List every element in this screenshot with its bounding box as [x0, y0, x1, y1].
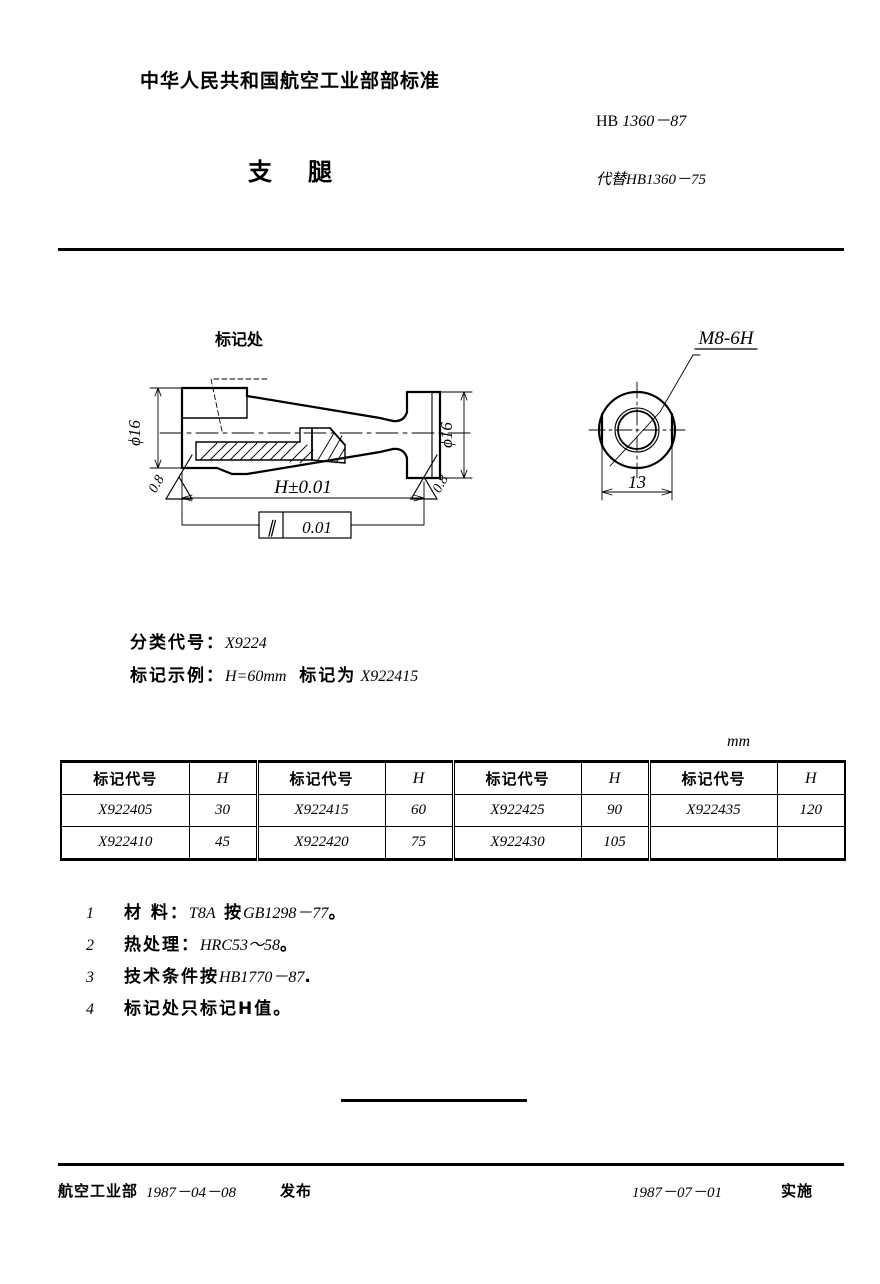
note-text-cn: 标记处只标记H值	[124, 999, 274, 1019]
note-text-code-b: GB1298－77	[243, 905, 329, 922]
note-number: 4	[86, 1001, 94, 1018]
footer-divider-rule	[58, 1163, 844, 1166]
note-item: 2 热处理：HRC53～58。	[86, 930, 686, 962]
mark-place-leader	[210, 378, 269, 432]
note-text-cn: 技术条件按	[124, 967, 219, 987]
label-thread-spec: M8-6H	[698, 328, 755, 349]
dim-diameter-right	[435, 391, 473, 479]
table-header-code-2: 标记代号	[255, 760, 386, 795]
label-tolerance-value: 0.01	[302, 518, 332, 537]
marking-example-mark-label: 标记为	[299, 666, 357, 686]
note-text-cn: 材 料：	[124, 903, 189, 923]
marking-example-label: 标记示例：	[130, 666, 225, 686]
note-text-code: HRC53～58	[200, 937, 281, 954]
cell-code: X922425	[451, 794, 582, 827]
section-bore	[195, 427, 346, 464]
note-number: 1	[86, 905, 94, 922]
document-title: 支腿	[248, 158, 368, 186]
cell-h: 30	[188, 794, 258, 827]
standard-number-value: 1360－87	[622, 113, 687, 130]
cell-h: 105	[580, 826, 650, 861]
section-divider-rule	[341, 1099, 527, 1102]
cell-h-empty	[776, 826, 846, 861]
replaces-note: 代替HB1360－75	[596, 172, 706, 188]
page-footer: 航空工业部 1987－04－08 发布 1987－07－01 实施	[58, 1176, 844, 1206]
footer-issue-date: 1987－04－08	[146, 1185, 237, 1201]
footer-issue-label: 发布	[280, 1182, 313, 1200]
dim-length	[181, 471, 425, 516]
specification-table-wrapper: 标记代号 H 标记代号 H 标记代号 H 标记代号 H X922405 30 X…	[60, 760, 846, 861]
table-row: X922410 45 X922420 75 X922430 105	[60, 826, 846, 861]
dim-diameter-left	[149, 387, 191, 469]
label-flat-width: 13	[628, 472, 646, 492]
roughness-symbol-left	[164, 454, 194, 500]
marking-example-value: H=60mm	[225, 668, 287, 685]
part-outline	[180, 386, 442, 480]
cell-code: X922410	[60, 826, 190, 861]
classification-code-line: 分类代号：X9224	[130, 628, 267, 653]
label-tolerance-symbol: ∥	[267, 518, 277, 537]
cell-code: X922435	[647, 794, 778, 827]
footer-ministry: 航空工业部	[58, 1182, 139, 1200]
note-text-cn: 热处理：	[124, 935, 200, 955]
footer-effective-date: 1987－07－01	[632, 1185, 723, 1201]
note-number: 3	[86, 969, 94, 986]
cell-code: X922405	[60, 794, 190, 827]
end-view	[588, 348, 758, 501]
header-divider-rule	[58, 248, 844, 251]
cell-code: X922415	[255, 794, 386, 827]
label-mark-place: 标记处	[214, 330, 264, 349]
table-header-h-2: H	[384, 760, 454, 795]
note-text-code: T8A	[188, 905, 216, 922]
specification-table: 标记代号 H 标记代号 H 标记代号 H 标记代号 H X922405 30 X…	[60, 760, 846, 861]
label-roughness-left: 0.8	[146, 473, 168, 496]
cell-h: 90	[580, 794, 650, 827]
classification-code-value: X9224	[225, 635, 267, 652]
table-header-code-1: 标记代号	[60, 760, 190, 795]
table-row: X922405 30 X922415 60 X922425 90 X922435…	[60, 794, 846, 827]
footer-effective-label: 实施	[781, 1182, 814, 1200]
table-header-code-4: 标记代号	[647, 760, 778, 795]
standard-number: HB 1360－87	[596, 107, 686, 131]
cell-h: 75	[384, 826, 454, 861]
tolerance-frame	[258, 511, 352, 539]
label-diameter-left: ϕ16	[125, 420, 144, 446]
page-title: 中华人民共和国航空工业部部标准	[140, 70, 441, 92]
note-text-cn-b: 按	[224, 903, 244, 923]
table-header-h-4: H	[776, 760, 846, 795]
note-number: 2	[86, 937, 94, 954]
classification-code-label: 分类代号：	[130, 633, 225, 653]
cell-code: X922430	[451, 826, 582, 861]
note-text-end: 。	[328, 903, 348, 923]
note-item: 3 技术条件按HB1770－87.	[86, 962, 686, 994]
table-header-h-3: H	[580, 760, 650, 795]
tolerance-frame-connector	[181, 512, 425, 526]
cell-h: 120	[776, 794, 846, 827]
label-diameter-right: ϕ16	[437, 422, 456, 448]
drawing-svg: ϕ16 ϕ16 0.8 0.8 H±0.01 ∥ 0.01 M8-6H 13 标…	[125, 328, 758, 539]
note-item: 4 标记处只标记H值。	[86, 994, 686, 1026]
table-unit-label: mm	[727, 733, 751, 750]
technical-drawing: ϕ16 ϕ16 0.8 0.8 H±0.01 ∥ 0.01 M8-6H 13 标…	[0, 300, 880, 600]
marking-example-mark-value: X922415	[360, 668, 419, 685]
note-text-end: 。	[273, 999, 293, 1019]
marking-example-line: 标记示例：H=60mm 标记为 X922415	[130, 661, 418, 686]
table-header-h-1: H	[188, 760, 258, 795]
standard-prefix: HB	[596, 113, 619, 130]
note-text-end: 。	[280, 935, 300, 955]
cell-h: 60	[384, 794, 454, 827]
label-length-dimension: H±0.01	[273, 477, 331, 498]
note-text-end: .	[304, 967, 313, 987]
cell-h: 45	[188, 826, 258, 861]
table-header-code-3: 标记代号	[451, 760, 582, 795]
note-item: 1 材 料：T8A 按GB1298－77。	[86, 898, 686, 930]
cell-code-empty	[647, 826, 778, 861]
note-text-code: HB1770－87	[219, 969, 305, 986]
table-header-row: 标记代号 H 标记代号 H 标记代号 H 标记代号 H	[60, 760, 846, 795]
cell-code: X922420	[255, 826, 386, 861]
section-hatching	[199, 432, 346, 464]
